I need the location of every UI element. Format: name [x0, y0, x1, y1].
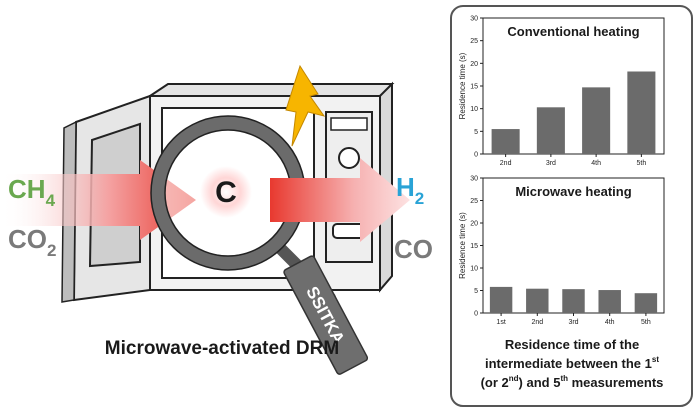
- y-tick-label: 5: [474, 129, 478, 136]
- chart-conventional: 0 5 10 15 20 25 30 2nd 3rd 4th 5th Residence time (…: [458, 16, 665, 167]
- y-axis-label: Residence time (s): [458, 52, 467, 119]
- caption-line-1: Residence time of the: [505, 337, 639, 352]
- co2-label: CO2: [8, 224, 56, 260]
- y-tick-label: 20: [470, 61, 478, 68]
- y-tick-label: 15: [470, 243, 478, 250]
- y-tick-label: 25: [470, 198, 478, 205]
- co-label: CO: [394, 234, 433, 264]
- bar: [598, 290, 621, 313]
- lightning-icon: [285, 64, 326, 147]
- bar: [491, 129, 520, 154]
- bar: [582, 87, 611, 154]
- y-tick-label: 30: [470, 176, 478, 183]
- diagram-caption: Microwave-activated DRM: [105, 338, 339, 359]
- x-tick-label: 3rd: [546, 160, 556, 167]
- x-tick-label: 4th: [605, 319, 615, 326]
- bar: [526, 288, 549, 313]
- x-tick-label: 3rd: [568, 319, 578, 326]
- chart-title: Microwave heating: [515, 184, 631, 199]
- h2-label: H2: [396, 172, 424, 208]
- caption-line-3: (or 2nd) and 5th measurements: [481, 374, 664, 390]
- y-tick-label: 0: [474, 311, 478, 318]
- inlet-arrow: [0, 160, 196, 240]
- x-tick-label: 4th: [591, 160, 601, 167]
- bar: [627, 71, 656, 154]
- x-tick-label: 5th: [637, 160, 647, 167]
- outlet-arrow: [270, 158, 410, 242]
- y-axis-label: Residence time (s): [458, 212, 467, 279]
- y-tick-label: 5: [474, 288, 478, 295]
- carbon-glow: [200, 166, 252, 218]
- carbon-label: C: [215, 176, 237, 209]
- y-tick-label: 0: [474, 152, 478, 159]
- y-tick-label: 25: [470, 38, 478, 45]
- x-tick-label: 2nd: [531, 319, 543, 326]
- y-tick-label: 10: [470, 106, 478, 113]
- x-tick-label: 5th: [641, 319, 651, 326]
- results-caption: Residence time of the intermediate betwe…: [481, 337, 664, 390]
- x-tick-label: 2nd: [500, 160, 512, 167]
- ch4-label: CH4: [8, 174, 56, 210]
- x-tick-label: 1st: [496, 319, 505, 326]
- chart-title: Conventional heating: [507, 24, 639, 39]
- caption-line-2: intermediate between the 1st: [485, 355, 659, 371]
- bar: [562, 289, 585, 313]
- y-tick-label: 10: [470, 266, 478, 273]
- bar: [489, 286, 513, 313]
- bar: [634, 293, 658, 313]
- dial-top-icon: [338, 147, 360, 169]
- bar: [536, 107, 565, 154]
- y-tick-label: 15: [470, 84, 478, 91]
- y-tick-label: 30: [470, 16, 478, 23]
- chart-microwave: 0 5 10 15 20 25 30 1st 2nd 3rd 4th 5th Residence tim…: [458, 176, 665, 326]
- y-tick-label: 20: [470, 221, 478, 228]
